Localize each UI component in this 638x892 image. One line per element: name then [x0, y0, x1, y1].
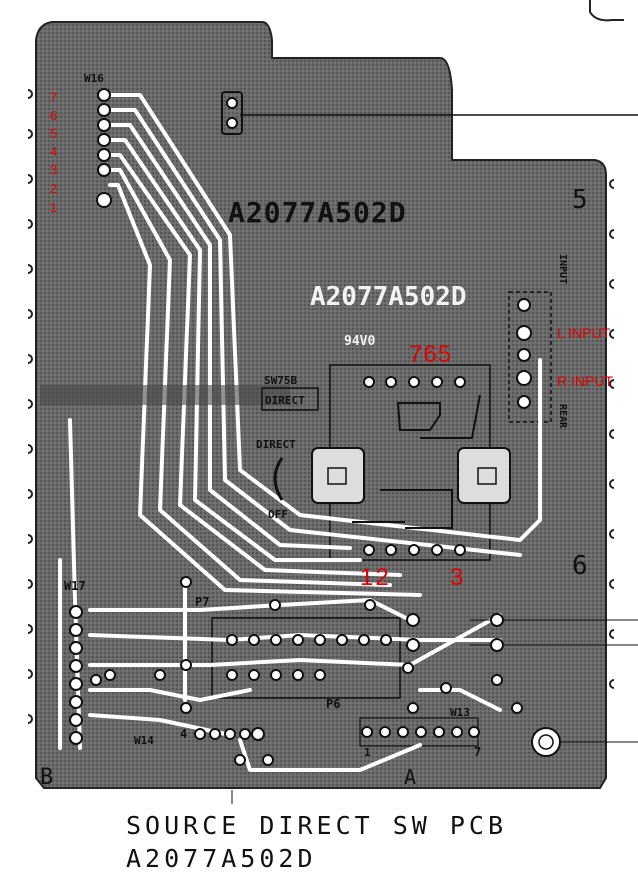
p-connector-pads [104, 576, 523, 714]
switch-ref: SW75B [264, 374, 297, 387]
w14-first-pin: 4 [180, 727, 187, 741]
switch-off-label: OFF [268, 508, 288, 521]
w16-pads [96, 88, 112, 208]
corner-mark-a: A [404, 765, 416, 789]
w16-pin-2: 2 [50, 181, 57, 196]
switch-top-pin-annotation: 765 [409, 341, 452, 368]
w16-pin-7: 7 [50, 90, 57, 105]
switch-bottom-pin-annotation-b: 3 [450, 564, 463, 591]
r-input-label: R INPUT [557, 373, 613, 389]
switch-pad-right [457, 447, 511, 504]
w16-label: W16 [84, 72, 104, 85]
w16-pin-4: 4 [50, 144, 57, 159]
w16-pin-5: 5 [50, 126, 57, 141]
jack-pads [516, 298, 532, 409]
caption-title: SOURCE DIRECT SW PCB [126, 811, 508, 840]
corner-mark-b: B [40, 765, 53, 790]
jack-side-text-top: INPUT [557, 254, 568, 284]
substrate-grade: 94V0 [344, 334, 375, 349]
w14-pads [194, 727, 274, 766]
caption-code: A2077A502D [126, 844, 317, 873]
w13-first-pin: 1 [364, 746, 371, 759]
w16-pin-6: 6 [50, 108, 57, 123]
pcb-code-lower: A2077A502D [310, 282, 467, 312]
corner-mark-5: 5 [572, 185, 588, 215]
p7-label: P7 [195, 595, 209, 609]
p6-label: P6 [326, 697, 340, 711]
w16-pin-1: 1 [50, 200, 57, 215]
jack-cutout [508, 291, 552, 423]
pcb-code-upper: A2077A502D [228, 196, 407, 229]
corner-mark-6: 6 [572, 551, 588, 581]
w16-pin-3: 3 [50, 162, 57, 177]
trace-group [58, 93, 542, 772]
w14-label: W14 [134, 734, 154, 747]
switch-pad-left [311, 447, 365, 504]
w13-pads [361, 726, 480, 738]
switch-bottom-pins [363, 544, 466, 556]
switch-name: DIRECT [256, 438, 296, 451]
l-input-label: L INPUT [557, 325, 611, 341]
switch-on-label: DIRECT [265, 394, 305, 407]
p6-p7-outline [211, 617, 401, 699]
switch-top-pins [363, 376, 466, 388]
w13-last-pin: 7 [474, 745, 481, 759]
w17-label: W17 [64, 579, 86, 593]
board-outline [35, 21, 607, 789]
switch-bottom-pin-annotation-a: 12 [360, 564, 391, 591]
w13-label: W13 [450, 706, 470, 719]
w17-pads [69, 605, 102, 745]
jack-side-text-bottom: REAR [557, 404, 568, 429]
